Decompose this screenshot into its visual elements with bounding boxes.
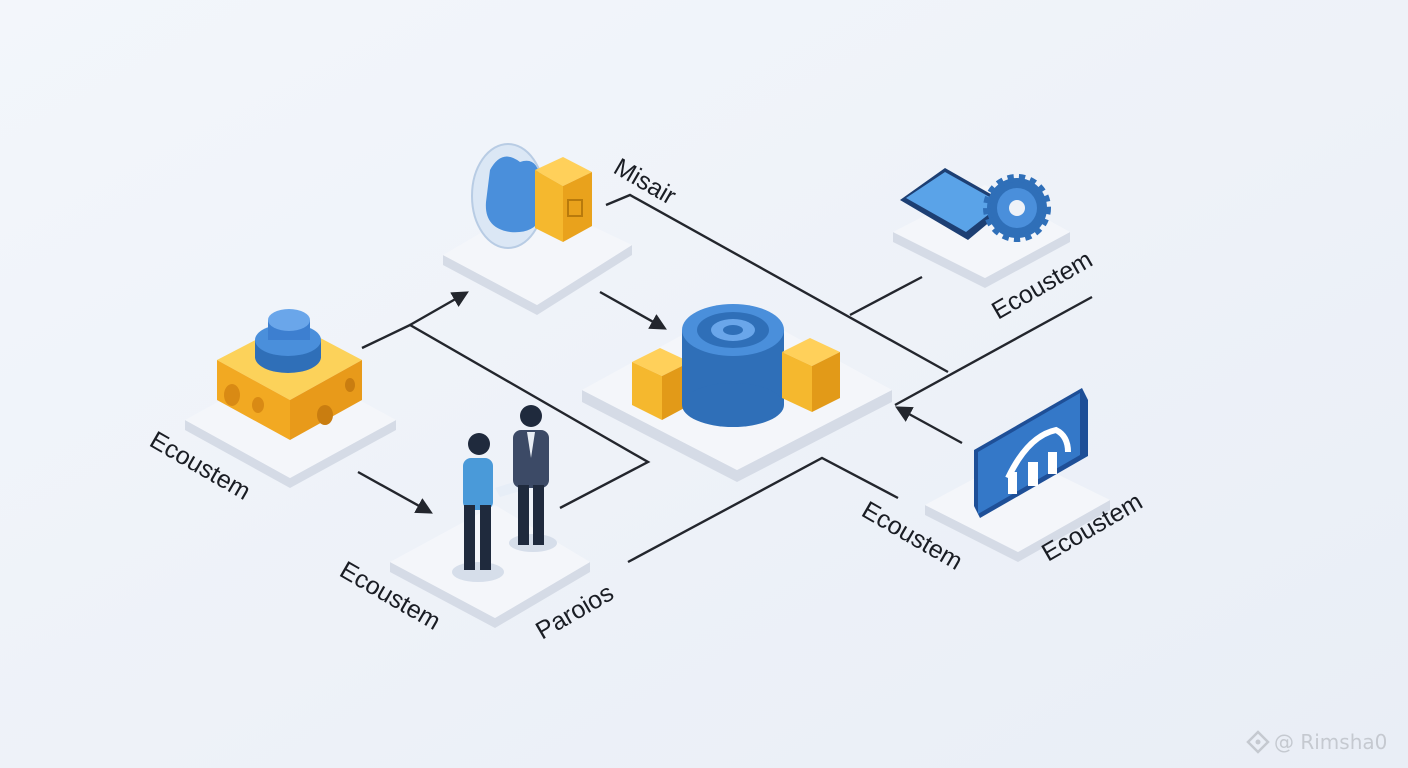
watermark-text: @ Rimsha0 [1274, 730, 1387, 754]
connector-line [894, 295, 1093, 407]
connector-line [849, 275, 923, 317]
central-gear-icon [632, 304, 840, 427]
connector-line [361, 323, 651, 510]
platform-app [925, 455, 1110, 562]
people-icon [452, 405, 557, 582]
tablet-gear-icon [900, 168, 1051, 242]
arrow-from-app [895, 406, 963, 445]
connectors [357, 193, 1093, 564]
shield-heart-icon [471, 143, 592, 249]
arrow-to-gear [599, 290, 667, 330]
team-app-icon [974, 388, 1088, 518]
arrow-to-shield [409, 291, 469, 327]
arrow-to-people [357, 470, 433, 514]
connector-line [605, 193, 949, 374]
watermark: @ Rimsha0 [1246, 730, 1387, 754]
cheese-block-icon [217, 309, 362, 440]
connector-line [627, 456, 899, 564]
watermark-logo-icon [1246, 730, 1270, 754]
